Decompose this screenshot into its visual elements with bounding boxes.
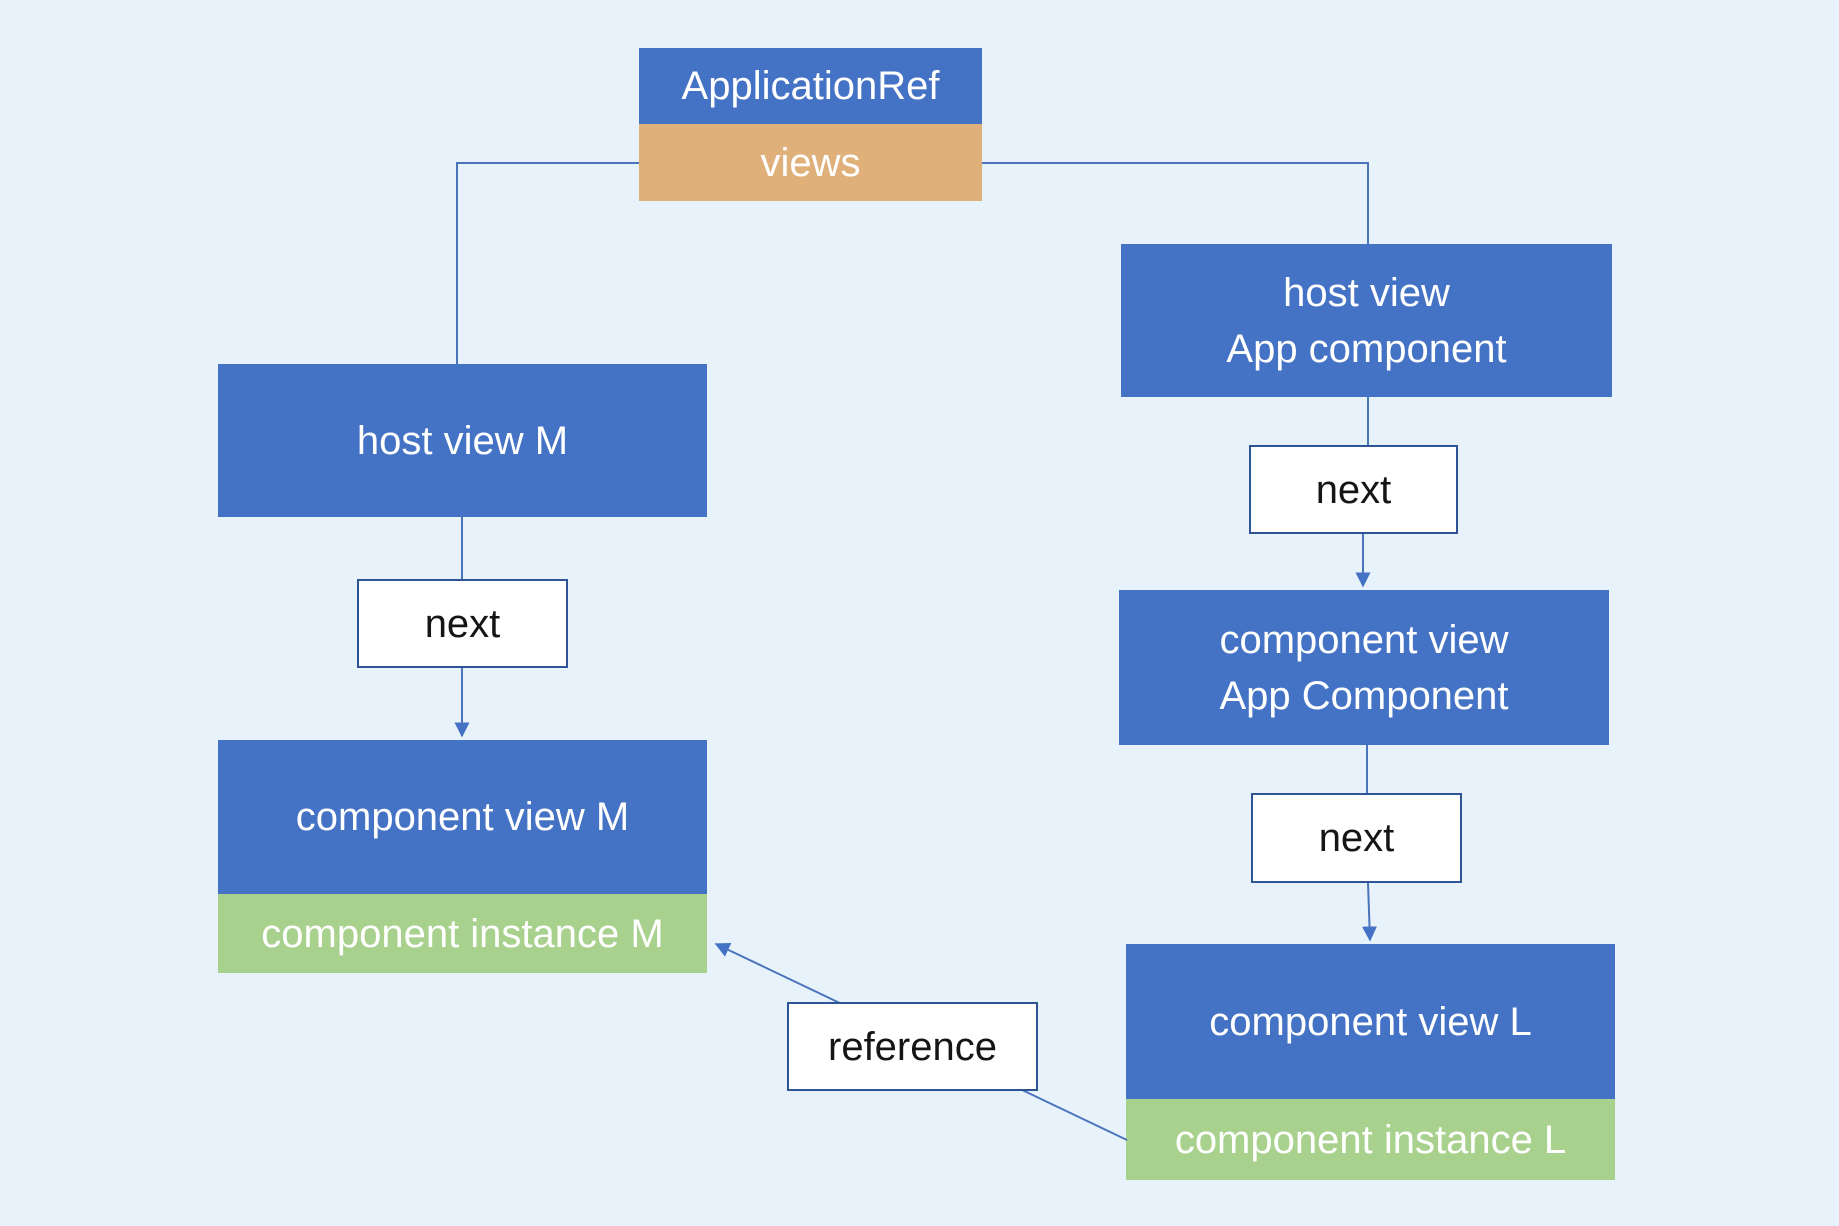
box-component-instance-m-label: component instance M [261, 911, 664, 956]
box-views-label: views [760, 140, 861, 185]
box-component-view-l: component view L [1126, 944, 1615, 1099]
box-component-instance-l-label: component instance L [1174, 1117, 1567, 1162]
box-host-view-app-component: host view App component [1121, 244, 1612, 397]
box-component-instance-m: component instance M [218, 894, 707, 973]
box-component-view-app-component: component view App Component [1119, 590, 1609, 745]
connector-views-to-host-view-app [982, 162, 1369, 244]
box-next-app-2-label: next [1318, 816, 1395, 860]
box-views: views [639, 124, 982, 201]
box-component-view-app-component-line1: component view [1219, 617, 1509, 662]
box-component-view-l-label: component view L [1209, 999, 1532, 1044]
box-component-view-m-label: component view M [295, 795, 630, 839]
box-host-view-app-component-line2: App component [1226, 326, 1507, 371]
box-reference: reference [787, 1002, 1038, 1091]
box-application-ref-label: ApplicationRef [681, 64, 940, 108]
box-component-view-m: component view M [218, 740, 707, 894]
box-next-m: next [357, 579, 568, 668]
box-component-view-app-component-line2: App Component [1219, 673, 1509, 718]
box-next-m-label: next [424, 601, 501, 646]
box-reference-label: reference [828, 1024, 997, 1069]
box-host-view-app-component-line1: host view [1283, 270, 1450, 315]
box-host-view-m-label: host view M [356, 418, 569, 463]
box-application-ref: ApplicationRef [639, 48, 982, 124]
connector-views-to-host-view-m [456, 162, 639, 364]
box-host-view-m: host view M [218, 364, 707, 517]
box-next-app-1: next [1249, 445, 1458, 534]
box-next-app-1-label: next [1315, 467, 1392, 512]
box-next-app-2: next [1251, 793, 1462, 883]
box-component-instance-l: component instance L [1126, 1099, 1615, 1180]
connector-next-to-comp-view-l-arrow [1362, 882, 1378, 942]
